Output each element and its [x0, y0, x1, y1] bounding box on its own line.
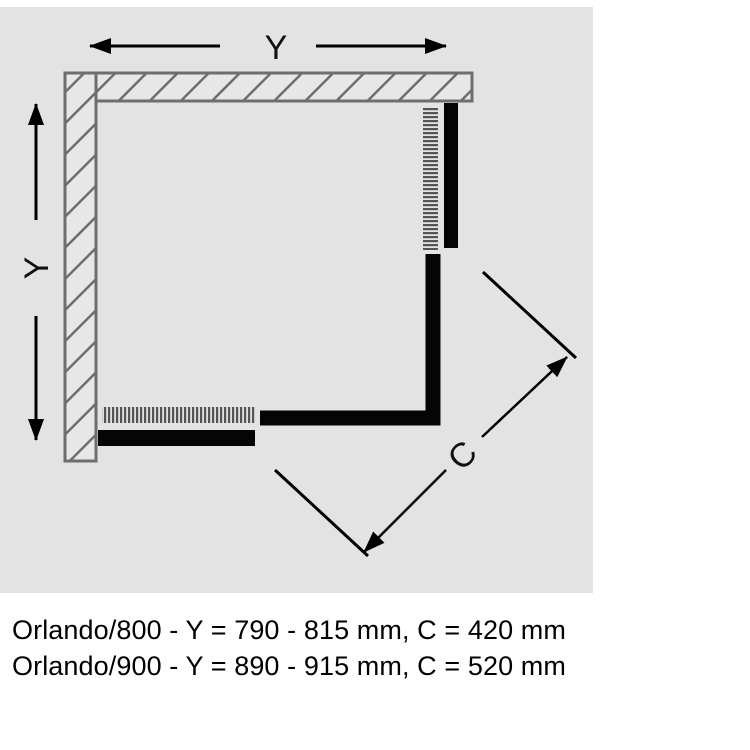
- right-sliding-door: [444, 103, 458, 248]
- arrow-up-right-icon: [481, 356, 568, 438]
- enclosure-diagram: Y Y C: [18, 29, 578, 558]
- diagonal-c-label: C: [441, 434, 485, 478]
- wall-left: [63, 71, 98, 463]
- top-y-dimension: Y: [89, 29, 447, 67]
- bottom-sliding-door: [98, 430, 255, 446]
- c-extension-line-upper: [481, 270, 578, 360]
- left-y-label: Y: [18, 257, 56, 280]
- top-y-label: Y: [265, 29, 288, 67]
- arrow-down-left-icon: [363, 469, 447, 553]
- spec-list: Orlando/800 - Y = 790 - 815 mm, C = 420 …: [12, 612, 566, 684]
- spec-line-orlando-800: Orlando/800 - Y = 790 - 815 mm, C = 420 …: [12, 615, 566, 645]
- corner-glass-panels: [260, 254, 441, 426]
- bottom-fixed-panel: [102, 407, 256, 423]
- c-extension-line-lower: [273, 468, 370, 558]
- left-y-dimension: Y: [18, 103, 56, 441]
- wall-top: [63, 71, 474, 103]
- diagram-panel: [0, 7, 593, 593]
- spec-line-orlando-900: Orlando/900 - Y = 890 - 915 mm, C = 520 …: [12, 651, 566, 681]
- right-fixed-panel: [423, 107, 438, 250]
